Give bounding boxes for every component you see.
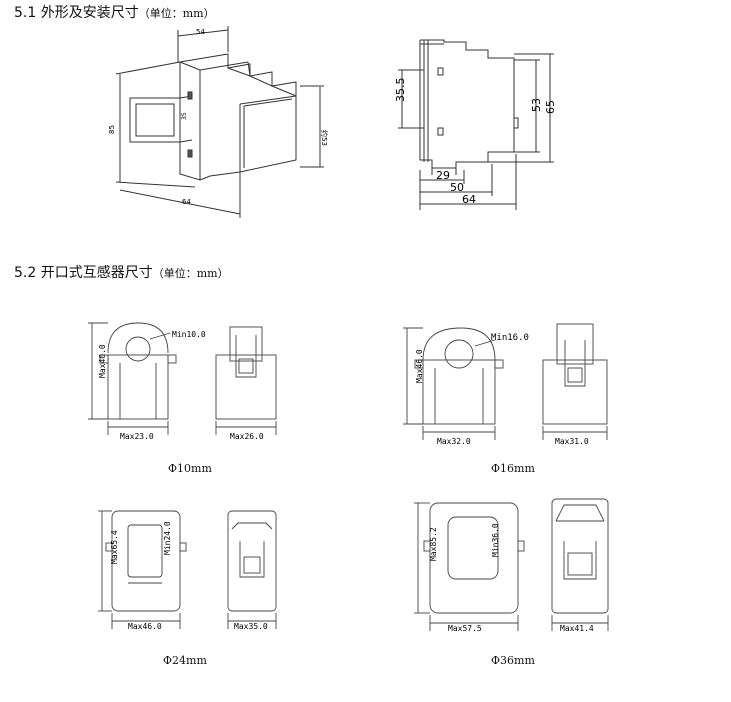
sensor-16-max-h: Max46.0 bbox=[415, 349, 424, 383]
sensor-10-max-h: Max40.0 bbox=[98, 344, 107, 378]
meter-isometric-drawing: 54 85 35 约53 64 bbox=[108, 26, 329, 218]
sensor-36-min: Min36.0 bbox=[491, 523, 500, 557]
sensor-24mm-drawing: Min24.0 Max65.4 Max46.0 Max35.0 bbox=[98, 510, 277, 631]
sensor-10-min: Min10.0 bbox=[172, 330, 206, 339]
section-5-2-unit: （单位：mm） bbox=[152, 267, 229, 280]
front-dim-w2: 50 bbox=[450, 181, 464, 194]
sensor-24mm-caption: Φ24mm bbox=[163, 654, 207, 667]
section-5-2-heading: 5.2 开口式互感器尺寸（单位：mm） bbox=[14, 262, 229, 282]
sensor-24-min: Min24.0 bbox=[163, 521, 172, 555]
sensor-36mm-caption: Φ36mm bbox=[491, 654, 535, 667]
sensor-36-max-w: Max57.5 bbox=[448, 624, 482, 633]
section-5-1-title: 5.1 外形及安装尺寸 bbox=[14, 5, 139, 21]
sensor-10mm-caption: Φ10mm bbox=[168, 462, 212, 475]
section-5-2-title: 5.2 开口式互感器尺寸 bbox=[14, 265, 153, 281]
front-dim-w1: 29 bbox=[436, 169, 450, 182]
sensor-10mm-drawing: Min10.0 Max40.0 Max23.0 Max26.0 bbox=[88, 322, 277, 441]
sensor-36-max-h: Max85.2 bbox=[429, 527, 438, 561]
sensor-36-side-w: Max41.4 bbox=[560, 624, 594, 633]
sensor-16mm-caption: Φ16mm bbox=[491, 462, 535, 475]
front-dim-h2: 65 bbox=[544, 100, 557, 114]
iso-dim-top: 54 bbox=[196, 28, 205, 36]
front-dim-h1: 53 bbox=[530, 98, 543, 112]
sensor-10-max-w: Max23.0 bbox=[120, 432, 154, 441]
iso-dim-bottom: 64 bbox=[182, 198, 191, 206]
iso-dim-inner: 35 bbox=[181, 112, 188, 120]
sensor-16mm-drawing: Min16.0 Max46.0 Max32.0 Max31.0 bbox=[403, 323, 608, 446]
sensor-16-min: Min16.0 bbox=[491, 333, 529, 343]
meter-front-drawing: 35.5 53 65 29 50 64 bbox=[394, 39, 557, 210]
section-5-1-unit: （单位：mm） bbox=[138, 7, 215, 20]
sensor-24-max-w: Max46.0 bbox=[128, 622, 162, 631]
iso-dim-left: 85 bbox=[108, 125, 116, 134]
sensor-16-side-w: Max31.0 bbox=[555, 437, 589, 446]
front-dim-w3: 64 bbox=[462, 193, 476, 206]
sensor-16-max-w: Max32.0 bbox=[437, 437, 471, 446]
section-5-1-heading: 5.1 外形及安装尺寸（单位：mm） bbox=[14, 2, 215, 22]
sensor-10-side-w: Max26.0 bbox=[230, 432, 264, 441]
iso-dim-right: 约53 bbox=[320, 130, 329, 146]
front-dim-left: 35.5 bbox=[394, 78, 407, 103]
sensor-36mm-drawing: Min36.0 Max85.2 Max57.5 Max41.4 bbox=[414, 498, 609, 633]
sensor-24-side-w: Max35.0 bbox=[234, 622, 268, 631]
sensor-24-max-h: Max65.4 bbox=[110, 530, 119, 564]
